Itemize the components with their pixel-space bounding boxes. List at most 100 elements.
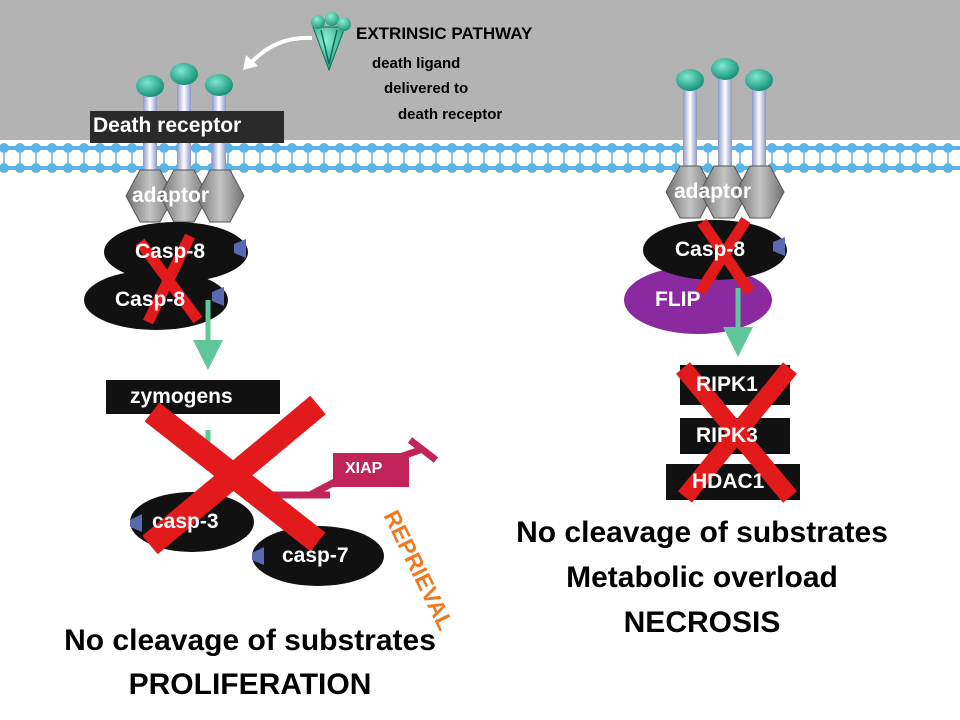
lipid-head (159, 163, 169, 173)
xiap-inhibitor (268, 437, 439, 499)
lipid-head (95, 163, 105, 173)
ripk1-label: RIPK1 (696, 373, 758, 396)
lipid-head (735, 163, 745, 173)
lipid-head (351, 163, 361, 173)
ligand-note-line1: death ligand (372, 55, 461, 72)
lipid-head (703, 163, 713, 173)
lipid-head (255, 143, 265, 153)
right-adaptor-label: adaptor (674, 180, 752, 203)
lipid-head (943, 163, 953, 173)
lipid-head (927, 143, 937, 153)
lipid-head (927, 163, 937, 173)
lipid-head (319, 143, 329, 153)
lipid-head (303, 163, 313, 173)
lipid-head (335, 143, 345, 153)
lipid-head (415, 163, 425, 173)
big-cross-left (142, 395, 326, 555)
left-adaptor-label: adaptor (132, 184, 210, 207)
lipid-head (287, 163, 297, 173)
left-casp8-top (104, 222, 248, 282)
lipid-head (591, 163, 601, 173)
lipid-head (63, 143, 73, 153)
lipid-head (815, 143, 825, 153)
death-ligand (311, 12, 351, 72)
ligand-note-line3: death receptor (398, 106, 503, 123)
lipid-head (479, 163, 489, 173)
lipid-head (575, 143, 585, 153)
lipid-head (191, 143, 201, 153)
lipid-head (783, 143, 793, 153)
right-outcome-line3: NECROSIS (623, 606, 781, 639)
lipid-head (47, 143, 57, 153)
ligand-note-line2: delivered to (384, 80, 469, 97)
lipid-head (543, 163, 553, 173)
lipid-head (399, 163, 409, 173)
lipid-head (463, 143, 473, 153)
left-casp8-bottom-label: Casp-8 (115, 288, 186, 311)
right-outcome-line1: No cleavage of substrates (516, 516, 888, 549)
lipid-head (639, 143, 649, 153)
lipid-head (239, 163, 249, 173)
lipid-head (271, 143, 281, 153)
big-cross-right (676, 362, 797, 503)
lipid-head (79, 163, 89, 173)
lipid-head (511, 143, 521, 153)
lipid-head (831, 143, 841, 153)
lipid-head (495, 163, 505, 173)
lipid-head (543, 143, 553, 153)
lipid-head (879, 163, 889, 173)
zymogens-box (106, 380, 280, 414)
lipid-head (511, 163, 521, 173)
lipid-head (607, 143, 617, 153)
lipid-head (79, 143, 89, 153)
lipid-head (575, 163, 585, 173)
lipid-head (399, 143, 409, 153)
lipid-head (847, 143, 857, 153)
casp7-label: casp-7 (282, 544, 349, 567)
lipid-head (559, 143, 569, 153)
lipid-head (159, 143, 169, 153)
lipid-head (895, 163, 905, 173)
lipid-head (271, 163, 281, 173)
lipid-head (591, 143, 601, 153)
xiap-label: XIAP (345, 460, 383, 477)
zymogens-label: zymogens (130, 385, 233, 408)
lipid-head (767, 143, 777, 153)
lipid-head (847, 163, 857, 173)
flip-blob (624, 266, 772, 334)
lipid-head (495, 143, 505, 153)
lipid-head (383, 143, 393, 153)
lipid-head (15, 143, 25, 153)
lipid-head (431, 143, 441, 153)
lipid-head (783, 163, 793, 173)
lipid-head (415, 143, 425, 153)
left-outcome-line2: PROLIFERATION (128, 668, 372, 701)
lipid-head (447, 143, 457, 153)
lipid-head (815, 163, 825, 173)
lipid-head (335, 163, 345, 173)
lipid-head (255, 163, 265, 173)
lipid-head (799, 143, 809, 153)
lipid-head (0, 143, 9, 153)
lipid-head (463, 163, 473, 173)
lipid-head (623, 163, 633, 173)
lipid-head (671, 143, 681, 153)
right-adaptor (665, 165, 785, 219)
lipid-head (351, 143, 361, 153)
pathway-title: EXTRINSIC PATHWAY (356, 24, 533, 43)
lipid-head (239, 143, 249, 153)
lipid-head (879, 143, 889, 153)
hdac-label: HDAC1 (692, 470, 765, 493)
lipid-head (559, 163, 569, 173)
lipid-head (367, 143, 377, 153)
lipid-head (0, 163, 9, 173)
casp7-blob (252, 526, 384, 586)
lipid-head (47, 163, 57, 173)
lipid-head (863, 143, 873, 153)
left-outcome-line1: No cleavage of substrates (64, 624, 436, 657)
lipid-head (447, 163, 457, 173)
lipid-head (831, 163, 841, 173)
lipid-head (367, 163, 377, 173)
